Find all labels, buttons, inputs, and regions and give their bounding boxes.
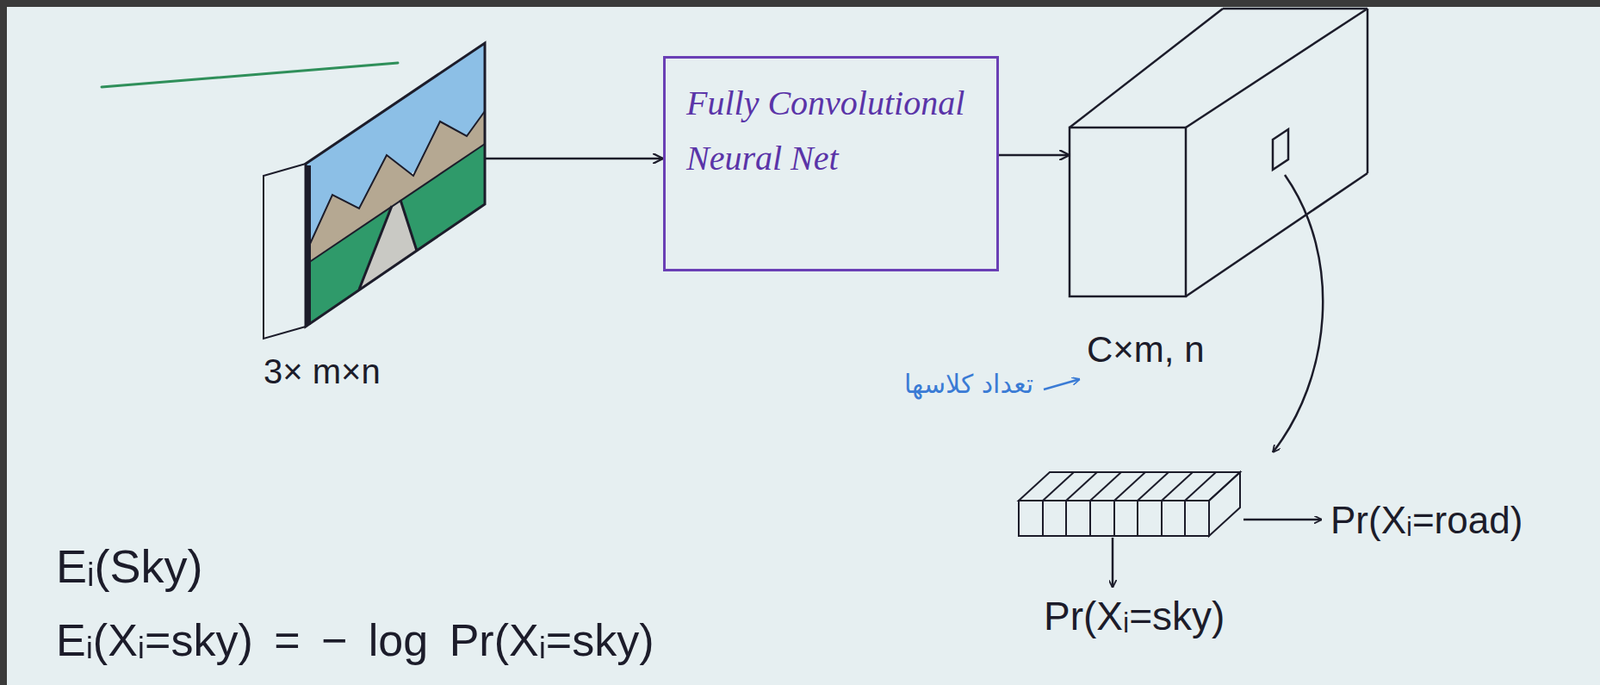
tensor-edge: [1069, 8, 1223, 128]
tensor-front: [1069, 127, 1186, 297]
vector-cell: [1161, 471, 1193, 501]
image-back-panel: [263, 163, 306, 339]
vector-cell: [1042, 471, 1074, 501]
vector-cell: [1114, 471, 1146, 501]
leader-arrow: [1111, 537, 1115, 588]
road-region: [359, 199, 417, 290]
vector-cell: [1136, 500, 1139, 536]
vector-cell: [1184, 500, 1186, 536]
leader-arrow: [1043, 378, 1080, 390]
pixel-square: [1272, 129, 1289, 170]
vector-cell: [1113, 500, 1116, 536]
tensor-edge: [1185, 173, 1368, 297]
box-title: Fully Convolutional Neural Net: [686, 75, 976, 187]
vector-side: [1209, 471, 1241, 536]
vector-cell: [1137, 471, 1169, 501]
vector-cell: [1160, 500, 1163, 536]
input-image-node: 3× m×n: [263, 43, 485, 339]
output-tensor: [1069, 8, 1368, 297]
tensor-edge: [1222, 7, 1368, 11]
shape-size-label: C×m, n: [1086, 328, 1205, 371]
vector-cell: [1090, 471, 1122, 501]
probability-label: Pr(Xᵢ=road): [1330, 497, 1523, 544]
probability-label: Pr(Xᵢ=sky): [1043, 592, 1225, 640]
vector-top: [1018, 471, 1241, 501]
zoom-arrow: [1272, 174, 1323, 453]
image-left-edge: [305, 165, 311, 325]
tensor-edge: [1366, 8, 1370, 174]
flow-arrow: [484, 157, 664, 161]
road-edge: [359, 205, 392, 290]
leader-arrow: [1243, 518, 1322, 521]
process-box: Fully Convolutional Neural Net: [663, 55, 999, 272]
frame-top: [0, 0, 1600, 7]
annotation-text: تعداد کلاسها: [904, 368, 1034, 400]
output-tensor-node: C×m, n: [1069, 127, 1186, 297]
grass-region: [305, 143, 485, 327]
image-border: [305, 43, 485, 327]
frame-left: [0, 0, 7, 685]
shape-size-label: 3× m×n: [263, 352, 381, 391]
class-vector: [1018, 471, 1241, 536]
vector-cell: [1184, 471, 1216, 501]
input-image: [263, 43, 485, 339]
flow-arrow: [998, 154, 1070, 157]
energy-label: Eᵢ(Sky): [55, 538, 204, 595]
energy-formula: Eᵢ(Xᵢ=sky) = − log Pr(Xᵢ=sky): [55, 613, 655, 667]
tensor-edge: [1185, 8, 1368, 128]
vector-cell: [1066, 471, 1098, 501]
vector-front: [1018, 500, 1210, 536]
vector-cell: [1065, 500, 1067, 536]
vector-cell: [1041, 500, 1044, 536]
horizon-line: [305, 143, 485, 265]
green-stroke: [101, 62, 398, 87]
road-edge: [400, 199, 417, 251]
vector-cell: [1089, 500, 1092, 536]
